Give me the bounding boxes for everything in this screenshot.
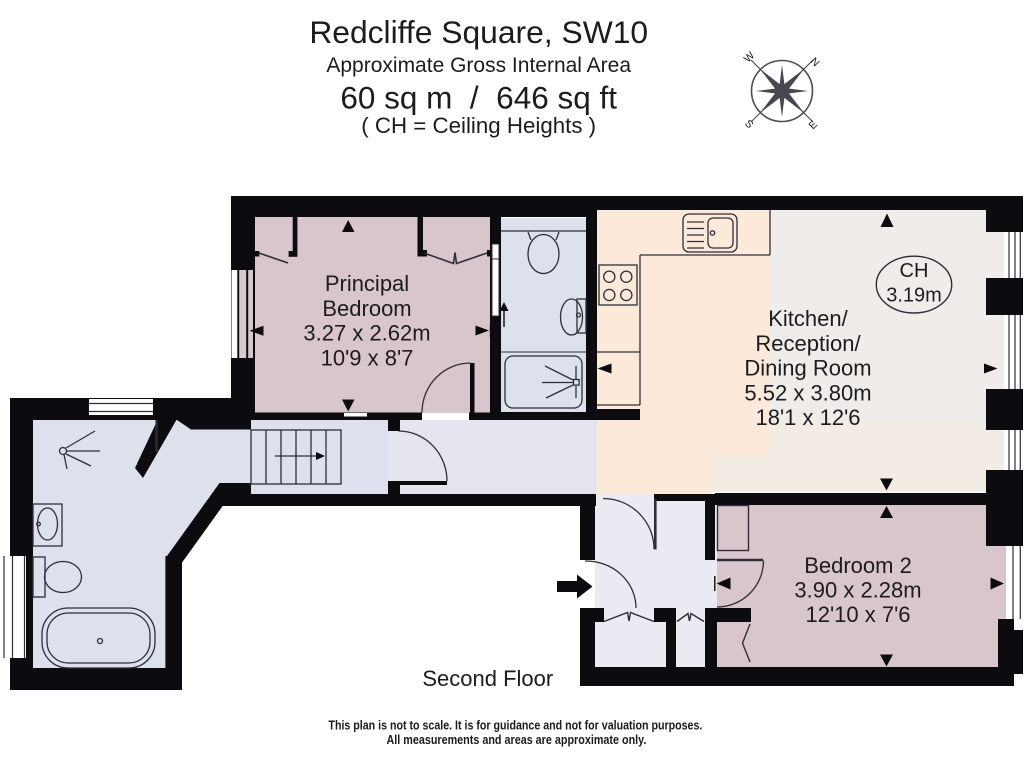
svg-text:This plan is not to scale. It: This plan is not to scale. It is for gui… — [328, 717, 702, 732]
svg-text:Second Floor: Second Floor — [422, 666, 553, 691]
svg-text:3.27 x 2.62m: 3.27 x 2.62m — [303, 321, 430, 346]
svg-text:10'9 x 8'7: 10'9 x 8'7 — [321, 345, 414, 370]
svg-text:18'1 x 12'6: 18'1 x 12'6 — [755, 405, 860, 430]
svg-text:3.90 x 2.28m: 3.90 x 2.28m — [794, 577, 921, 602]
svg-text:Kitchen/: Kitchen/ — [768, 306, 848, 331]
svg-text:12'10 x 7'6: 12'10 x 7'6 — [805, 602, 910, 627]
svg-text:Dining Room: Dining Room — [744, 356, 871, 381]
svg-text:5.52 x 3.80m: 5.52 x 3.80m — [744, 380, 871, 405]
svg-text:3.19m: 3.19m — [886, 285, 942, 307]
svg-text:Principal: Principal — [325, 271, 409, 296]
svg-text:Bedroom 2: Bedroom 2 — [804, 553, 912, 578]
svg-text:CH: CH — [900, 260, 929, 282]
svg-text:Redcliffe Square, SW10: Redcliffe Square, SW10 — [309, 14, 648, 50]
svg-text:Reception/: Reception/ — [755, 331, 861, 356]
svg-text:( CH = Ceiling Heights ): ( CH = Ceiling Heights ) — [361, 113, 596, 138]
svg-text:All measurements and areas are: All measurements and areas are approxima… — [386, 732, 646, 747]
svg-text:Approximate Gross Internal Are: Approximate Gross Internal Area — [326, 54, 631, 77]
svg-text:60 sq m / 646 sq ft: 60 sq m / 646 sq ft — [340, 79, 617, 115]
svg-text:Bedroom: Bedroom — [322, 296, 411, 321]
